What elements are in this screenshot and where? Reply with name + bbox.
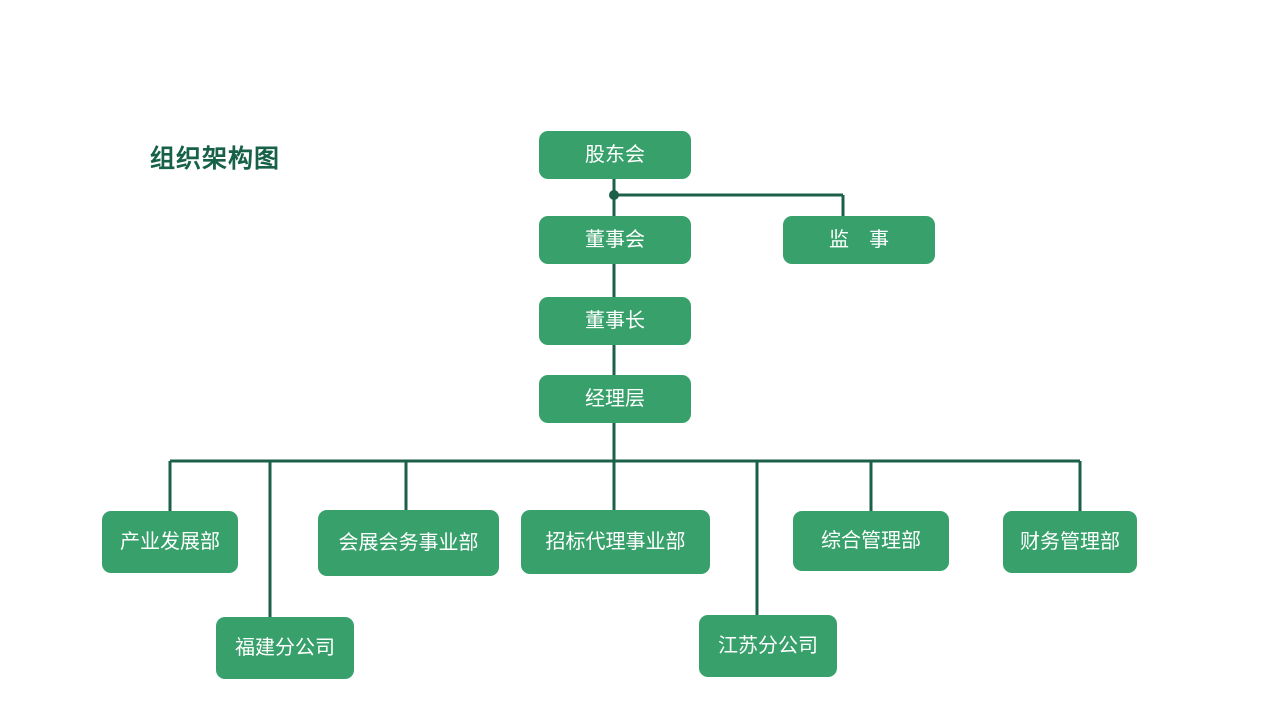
node-management[interactable]: 经理层 bbox=[539, 375, 691, 423]
node-industry-development-dept[interactable]: 产业发展部 bbox=[102, 511, 238, 573]
node-finance-dept[interactable]: 财务管理部 bbox=[1003, 511, 1137, 573]
node-board[interactable]: 董事会 bbox=[539, 216, 691, 264]
node-expo-affairs-dept[interactable]: 会展会务事业部 bbox=[318, 510, 499, 576]
node-jiangsu-branch[interactable]: 江苏分公司 bbox=[699, 615, 837, 677]
node-fujian-branch[interactable]: 福建分公司 bbox=[216, 617, 354, 679]
node-chairman[interactable]: 董事长 bbox=[539, 297, 691, 345]
page-title: 组织架构图 bbox=[150, 145, 281, 173]
node-general-admin-dept[interactable]: 综合管理部 bbox=[793, 511, 949, 571]
node-shareholders[interactable]: 股东会 bbox=[539, 131, 691, 179]
junction-dot bbox=[609, 190, 619, 200]
node-supervisor[interactable]: 监 事 bbox=[783, 216, 935, 264]
node-bidding-agency-dept[interactable]: 招标代理事业部 bbox=[521, 510, 710, 574]
